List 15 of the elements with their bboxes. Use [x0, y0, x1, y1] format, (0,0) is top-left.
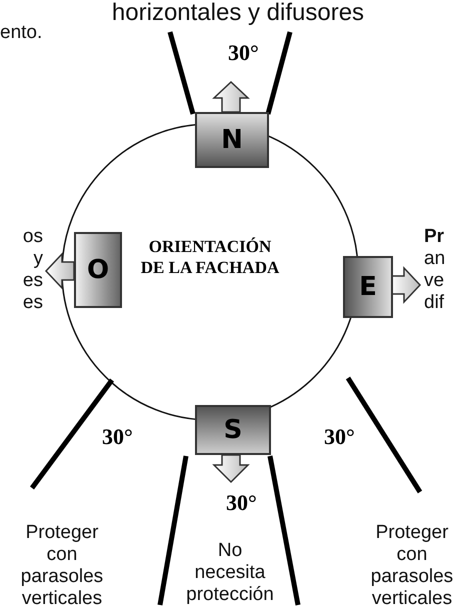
compass-box: E: [343, 256, 393, 318]
angle-label: 30°: [228, 40, 259, 66]
compass-box: O: [74, 232, 122, 308]
angle-label: 30°: [102, 424, 133, 450]
note-text: os y es es: [22, 226, 43, 314]
note-text: horizontales y difusores: [110, 0, 366, 26]
recommendation-text: Proteger con parasoles verticales: [20, 522, 104, 610]
recommendation-text: No necesita protección: [185, 540, 275, 606]
angle-label: 30°: [226, 490, 257, 516]
note-text: Pr an ve dif: [424, 226, 446, 314]
angle-label: 30°: [324, 424, 355, 450]
compass-box: N: [195, 112, 269, 168]
recommendation-text: Proteger con parasoles verticales: [370, 522, 454, 610]
note-text: ento.: [0, 22, 44, 44]
compass-box: S: [195, 405, 271, 455]
